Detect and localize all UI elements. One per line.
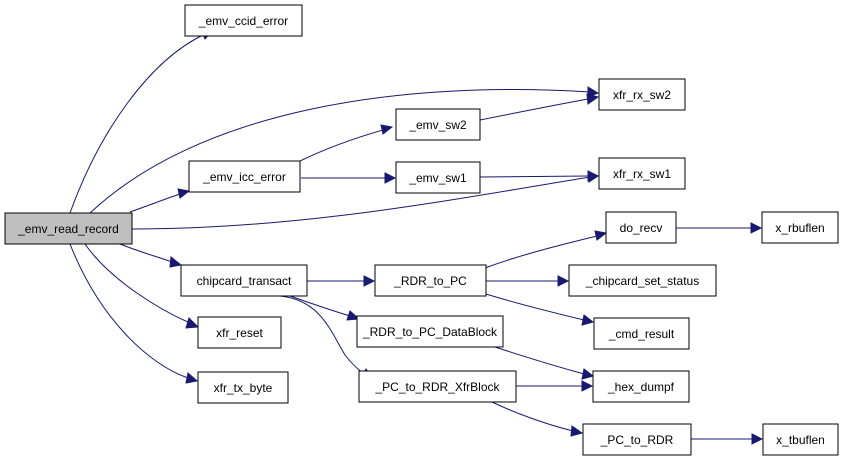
edge-do-recv-to-x-rbuflen [676, 222, 763, 234]
edge-emv-sw1-to-xfr-rx-sw1 [479, 170, 600, 182]
node-label: _RDR_to_PC_DataBlock [362, 325, 498, 339]
node-label: xfr_tx_byte [214, 381, 273, 395]
node-xfr-rx-sw1[interactable]: xfr_rx_sw1 [598, 157, 686, 190]
node-label: _cmd_result [608, 327, 675, 341]
node-label: _PC_to_RDR [600, 433, 674, 447]
node-label: xfr_rx_sw1 [613, 167, 671, 181]
node-hex-dumpf[interactable]: _hex_dumpf [592, 370, 690, 403]
node-pc-to-rdr-xfrblock[interactable]: _PC_to_RDR_XfrBlock [358, 370, 517, 403]
edge-emv-read-record-to-xfr-reset [84, 243, 200, 329]
node-cmd-result[interactable]: _cmd_result [593, 317, 690, 350]
edge-rdr-to-pc-to-cmd-result [485, 293, 595, 326]
nodes: _emv_read_record _emv_ccid_error _emv_ic… [4, 4, 839, 456]
edge-chipcard-transact-to-rdr-to-pc [307, 275, 376, 287]
node-xfr-reset[interactable]: xfr_reset [197, 316, 282, 349]
node-label: _chipcard_set_status [585, 274, 699, 288]
node-label: xfr_rx_sw2 [613, 88, 671, 102]
node-do-recv[interactable]: do_recv [605, 211, 677, 244]
node-label: _RDR_to_PC [393, 274, 467, 288]
edges [69, 29, 764, 445]
edge-emv-read-record-to-xfr-rx-sw2 [89, 86, 600, 214]
edge-emv-sw2-to-xfr-rx-sw2 [479, 93, 600, 121]
node-chipcard-set-status[interactable]: _chipcard_set_status [568, 264, 717, 297]
node-rdr-to-pc-datablock[interactable]: _RDR_to_PC_DataBlock [356, 315, 504, 348]
node-label: _PC_to_RDR_XfrBlock [374, 380, 500, 394]
edge-emv-read-record-to-xfr-tx-byte [69, 243, 199, 384]
node-label: _emv_sw2 [408, 118, 467, 132]
node-emv-read-record[interactable]: _emv_read_record [4, 212, 133, 245]
node-label: _emv_read_record [17, 222, 119, 236]
edge-emv-read-record-to-chipcard-transact [119, 243, 183, 268]
edge-chipcard-transact-to-rdr-to-pc-datablock [289, 295, 361, 321]
edge-pc-to-rdr-to-x-tbuflen [691, 433, 764, 445]
node-xfr-tx-byte[interactable]: xfr_tx_byte [197, 371, 289, 404]
edge-emv-icc-error-to-emv-sw1 [301, 172, 397, 184]
node-label: _emv_ccid_error [198, 14, 288, 28]
node-label: _emv_sw1 [408, 171, 467, 185]
node-label: xfr_reset [216, 326, 263, 340]
edge-emv-read-record-to-emv-icc-error [129, 188, 191, 213]
edge-rdr-to-pc-to-chipcard-set-status [486, 275, 570, 287]
edge-emv-icc-error-to-emv-sw2 [299, 124, 394, 162]
node-label: x_tbuflen [776, 433, 825, 447]
node-label: _emv_icc_error [202, 170, 286, 184]
node-xfr-rx-sw2[interactable]: xfr_rx_sw2 [598, 78, 686, 111]
node-emv-sw1[interactable]: _emv_sw1 [395, 161, 481, 194]
node-x-tbuflen[interactable]: x_tbuflen [762, 423, 839, 456]
node-emv-ccid-error[interactable]: _emv_ccid_error [184, 4, 303, 37]
node-label: x_rbuflen [775, 221, 824, 235]
node-chipcard-transact[interactable]: chipcard_transact [180, 264, 308, 297]
edge-pc-to-rdr-xfrblock-to-hex-dumpf [516, 380, 594, 392]
node-label: chipcard_transact [197, 274, 292, 288]
node-label: _hex_dumpf [607, 380, 675, 394]
node-label: do_recv [620, 221, 663, 235]
node-emv-icc-error[interactable]: _emv_icc_error [188, 160, 301, 193]
node-rdr-to-pc[interactable]: _RDR_to_PC [374, 264, 487, 297]
edge-pc-to-rdr-xfrblock-to-pc-to-rdr [491, 401, 584, 437]
edge-rdr-to-pc-to-do-recv [484, 230, 608, 269]
node-pc-to-rdr[interactable]: _PC_to_RDR [582, 423, 692, 456]
edge-rdr-to-pc-datablock-to-hex-dumpf [491, 345, 595, 380]
node-x-rbuflen[interactable]: x_rbuflen [761, 211, 839, 244]
node-emv-sw2[interactable]: _emv_sw2 [395, 108, 481, 141]
